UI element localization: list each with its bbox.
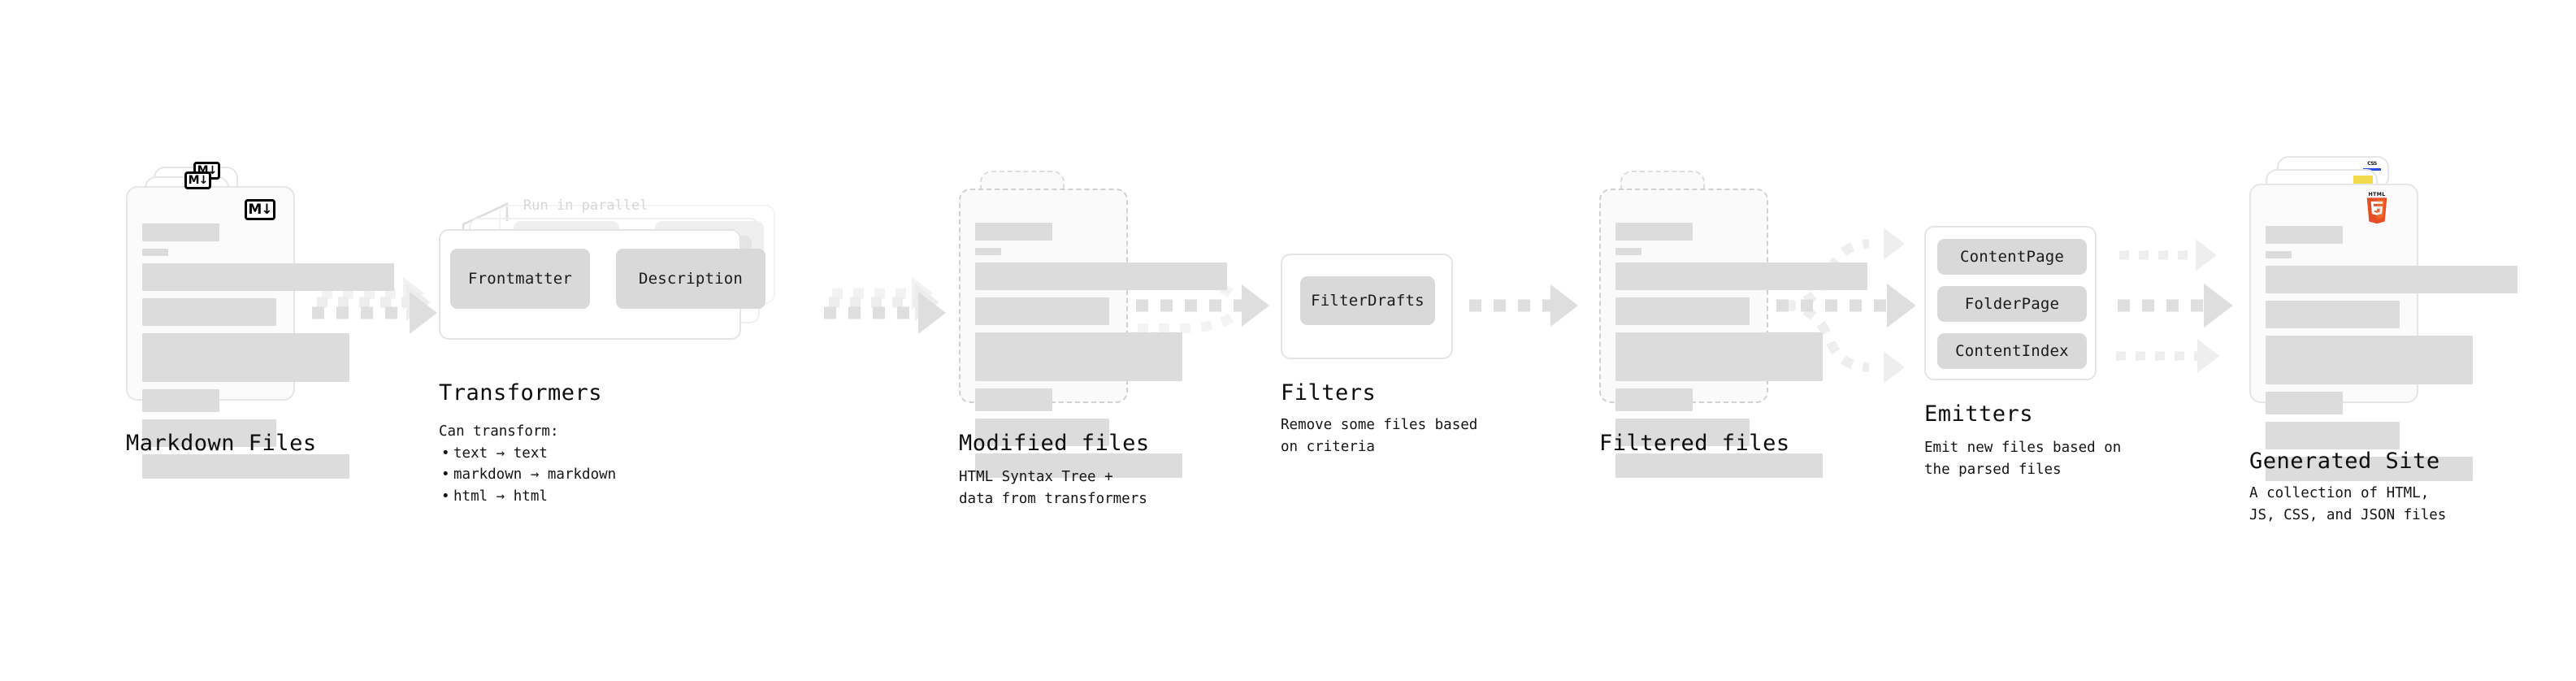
connector-emitters-to-site xyxy=(2116,239,2233,373)
doc-line xyxy=(975,262,1227,290)
doc-line xyxy=(975,297,1109,325)
stage-caption-modified-files: HTML Syntax Tree + data from transformer… xyxy=(959,469,1147,507)
doc-line xyxy=(2266,422,2400,449)
transformers-caption-item-0: text → text xyxy=(441,443,616,465)
modified-card-front xyxy=(959,189,1227,478)
run-in-parallel-label: Run in parallel xyxy=(523,197,648,214)
stage-caption-transformers: Can transform: text → text markdown → ma… xyxy=(439,421,616,507)
transformer-node-description[interactable]: Description xyxy=(616,249,765,309)
doc-line xyxy=(2266,392,2343,414)
doc-line xyxy=(975,419,1109,446)
doc-line xyxy=(975,332,1182,381)
transformers-caption-item-1: markdown → markdown xyxy=(441,464,616,486)
doc-line xyxy=(142,249,168,256)
transformers-caption-item-2: html → html xyxy=(441,486,616,508)
doc-line xyxy=(975,223,1052,241)
doc-line xyxy=(2266,226,2343,244)
transformers-caption-list: text → text markdown → markdown html → h… xyxy=(439,443,616,508)
js-badge-icon xyxy=(2353,176,2373,186)
connector-transformers-to-modified xyxy=(824,276,946,334)
doc-line xyxy=(142,333,349,382)
doc-line xyxy=(142,263,394,291)
stage-title-generated-site: Generated Site xyxy=(2249,449,2440,474)
doc-line xyxy=(975,248,1001,255)
stage-caption-filters: Remove some files based on criteria xyxy=(1281,417,1478,455)
doc-line xyxy=(1615,332,1823,381)
generated-card-front xyxy=(2249,184,2517,481)
transformer-node-frontmatter[interactable]: Frontmatter xyxy=(450,249,590,309)
stage-title-transformers: Transformers xyxy=(439,380,603,406)
modified-doc-lines xyxy=(975,223,1227,485)
connector-md-to-transformers xyxy=(312,276,437,334)
stage-title-filtered-files: Filtered files xyxy=(1599,431,1790,456)
doc-line xyxy=(1615,388,1693,411)
doc-line xyxy=(142,419,276,447)
markdown-card-front xyxy=(126,186,394,479)
filter-node-filterdrafts[interactable]: FilterDrafts xyxy=(1300,276,1435,325)
stage-title-markdown-files: Markdown Files xyxy=(126,431,317,456)
stage-title-modified-files: Modified files xyxy=(959,431,1150,456)
doc-line xyxy=(142,389,219,412)
filters-group: FilterDrafts xyxy=(1281,254,1453,359)
doc-line xyxy=(2266,301,2400,328)
doc-line xyxy=(1615,262,1867,290)
connector-filters-to-filtered xyxy=(1469,284,1578,327)
transformers-layer-1: Frontmatter Description xyxy=(439,229,765,340)
html5-icon: HTML xyxy=(2366,192,2387,224)
doc-line xyxy=(1615,453,1823,478)
doc-line xyxy=(2266,251,2292,258)
emitter-node-folderpage[interactable]: FolderPage xyxy=(1937,286,2087,322)
css-badge-icon: CSS xyxy=(2363,161,2381,171)
filtered-card-front xyxy=(1599,189,1867,478)
doc-line xyxy=(142,454,349,479)
doc-line xyxy=(975,388,1052,411)
doc-line xyxy=(2266,266,2517,293)
doc-line xyxy=(1615,223,1693,241)
doc-line xyxy=(1615,248,1641,255)
emitters-group: ContentPage FolderPage ContentIndex xyxy=(1924,226,2097,380)
emitter-node-contentindex[interactable]: ContentIndex xyxy=(1937,333,2087,369)
doc-line xyxy=(2266,336,2473,384)
transformers-caption-heading: Can transform: xyxy=(439,423,559,440)
emitter-node-contentpage[interactable]: ContentPage xyxy=(1937,239,2087,275)
generated-doc-lines xyxy=(2266,226,2517,488)
doc-line xyxy=(1615,419,1750,446)
markdown-doc-lines xyxy=(142,223,394,486)
svg-text:HTML: HTML xyxy=(2368,192,2385,197)
filtered-doc-lines xyxy=(1615,223,1867,485)
markdown-icon-mid: M↓ xyxy=(184,171,211,189)
stage-caption-emitters: Emit new files based on the parsed files xyxy=(1924,440,2122,478)
doc-line xyxy=(142,223,219,241)
stage-title-filters: Filters xyxy=(1281,380,1377,406)
doc-line xyxy=(142,298,276,326)
stage-caption-generated-site: A collection of HTML, JS, CSS, and JSON … xyxy=(2249,485,2447,523)
doc-line xyxy=(1615,297,1750,325)
doc-line xyxy=(975,453,1182,478)
markdown-icon: M↓ xyxy=(245,199,275,220)
doc-line xyxy=(2266,457,2473,481)
stage-title-emitters: Emitters xyxy=(1924,401,2034,427)
